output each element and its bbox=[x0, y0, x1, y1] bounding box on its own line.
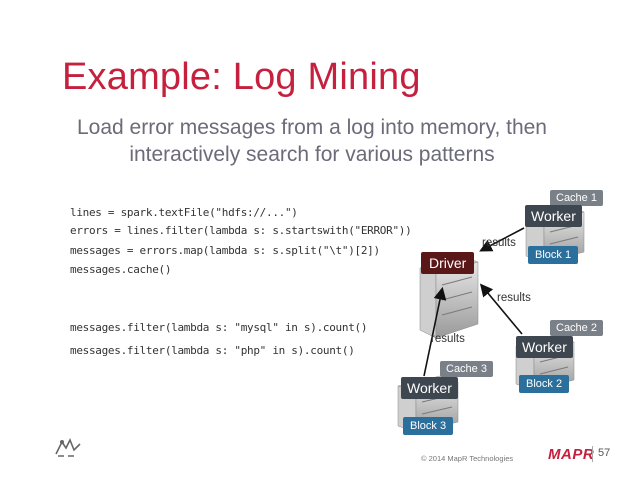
slide-title: Example: Log Mining bbox=[62, 56, 421, 98]
subtitle-line-1: Load error messages from a log into memo… bbox=[77, 116, 547, 139]
results-label: results bbox=[482, 237, 516, 249]
results-arrow bbox=[423, 286, 447, 377]
code-line: messages.filter(lambda s: "php" in s).co… bbox=[70, 344, 355, 357]
footer-divider bbox=[592, 446, 593, 462]
worker-1-tag: Worker bbox=[525, 205, 582, 227]
block-2-tag: Block 2 bbox=[519, 375, 570, 393]
code-line: messages.cache() bbox=[70, 263, 172, 276]
mapr-logo-icon: MAPR bbox=[548, 446, 595, 463]
cache-2-tag: Cache 2 bbox=[550, 320, 603, 336]
block-1-tag: Block 1 bbox=[528, 246, 579, 264]
page-number: 57 bbox=[598, 447, 611, 459]
results-label: results bbox=[497, 292, 531, 304]
code-line: errors = lines.filter(lambda s: s.starts… bbox=[70, 224, 412, 237]
spark-logo-icon bbox=[55, 438, 81, 457]
server-icon bbox=[419, 255, 479, 339]
code-line: messages.filter(lambda s: "mysql" in s).… bbox=[70, 321, 368, 334]
results-arrow bbox=[479, 283, 523, 335]
cache-3-tag: Cache 3 bbox=[440, 361, 493, 377]
driver-tag: Driver bbox=[421, 252, 475, 274]
worker-2-tag: Worker bbox=[516, 336, 573, 358]
subtitle-line-2: interactively search for various pattern… bbox=[129, 143, 495, 166]
results-label: results bbox=[431, 333, 465, 345]
slide-subtitle: Load error messages from a log into memo… bbox=[0, 114, 638, 168]
block-3-tag: Block 3 bbox=[403, 417, 454, 435]
code-line: lines = spark.textFile("hdfs://...") bbox=[70, 206, 298, 219]
cache-1-tag: Cache 1 bbox=[550, 190, 603, 206]
results-arrow bbox=[479, 227, 525, 252]
code-line: messages = errors.map(lambda s: s.split(… bbox=[70, 244, 380, 257]
copyright-text: © 2014 MapR Technologies bbox=[421, 454, 514, 463]
worker-3-tag: Worker bbox=[401, 377, 458, 399]
